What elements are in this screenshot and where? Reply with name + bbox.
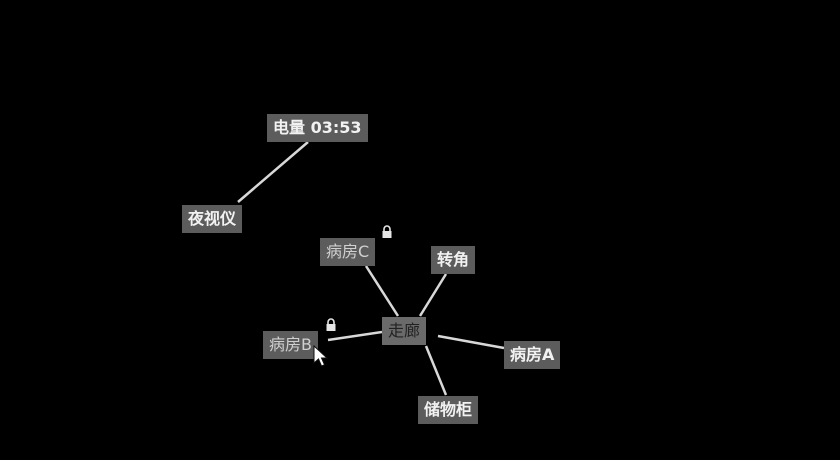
link-hall-rooma bbox=[437, 334, 505, 350]
night-vision-button[interactable]: 夜视仪 bbox=[182, 205, 243, 233]
link-hall-corner bbox=[418, 273, 448, 317]
map-node-room-c[interactable]: 病房C bbox=[320, 238, 376, 266]
link-hall-storage bbox=[424, 345, 448, 396]
map-node-room-a[interactable]: 病房A bbox=[504, 341, 561, 369]
link-hall-roomc bbox=[364, 265, 400, 317]
lock-icon bbox=[382, 225, 392, 238]
map-node-room-b[interactable]: 病房B bbox=[263, 331, 318, 359]
map-node-corner[interactable]: 转角 bbox=[431, 246, 476, 274]
mouse-cursor-icon bbox=[313, 345, 329, 367]
battery-timer: 电量 03:53 bbox=[267, 114, 368, 142]
map-node-current-hallway[interactable]: 走廊 bbox=[382, 317, 427, 345]
link-battery-nightvision bbox=[237, 141, 309, 203]
link-hall-roomb bbox=[327, 330, 383, 342]
map-node-storage[interactable]: 储物柜 bbox=[418, 396, 479, 424]
lock-icon bbox=[326, 318, 336, 331]
